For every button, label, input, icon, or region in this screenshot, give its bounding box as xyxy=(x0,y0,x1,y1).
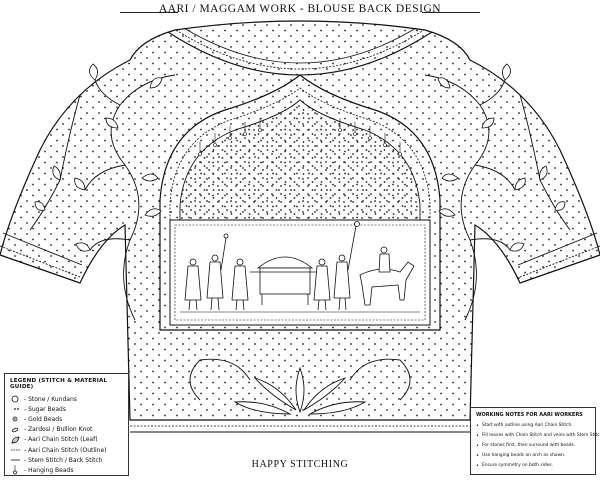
notes-heading: WORKING NOTES FOR AARI WORKERS xyxy=(476,412,583,418)
left-sleeve-band xyxy=(0,232,83,284)
stem-back-stitch-icon xyxy=(10,455,22,465)
note-item: Start with outline using Aari Chain Stit… xyxy=(476,421,590,431)
legend-label-gold-beads: - Gold Beads xyxy=(24,415,63,423)
stone-kundan-icon xyxy=(10,394,22,404)
legend-heading: LEGEND (STITCH & MATERIAL GUIDE) xyxy=(10,378,108,390)
legend-label-aari-leaf: - Aari Chain Stitch (Leaf) xyxy=(24,436,98,444)
aari-chain-leaf-icon xyxy=(10,435,22,445)
notes-list: Start with outline using Aari Chain Stit… xyxy=(476,421,600,471)
figure-1 xyxy=(184,258,202,311)
legend-box: LEGEND (STITCH & MATERIAL GUIDE) - Stone… xyxy=(4,373,129,476)
figure-2 xyxy=(206,233,229,311)
legend-row-aari-leaf: - Aari Chain Stitch (Leaf) xyxy=(10,435,123,445)
note-item: Ensure symmetry on both sides. xyxy=(476,461,590,471)
right-vine-scroll xyxy=(424,74,571,321)
note-item: For stones first, then surround with bea… xyxy=(476,441,590,451)
sugar-bead-icon xyxy=(10,404,22,414)
right-vine-leaves xyxy=(437,63,566,252)
legend-row-gold-beads: - Gold Beads xyxy=(10,414,123,424)
left-vine-leaves xyxy=(34,63,163,252)
legend-label-stem-stitch: - Stem Stitch / Back Stitch xyxy=(24,456,103,464)
title-rule-right xyxy=(422,12,480,13)
legend-row-aari-outline: - Aari Chain Stitch (Outline) xyxy=(10,445,123,455)
note-item: Use hanging beads on arch as shown. xyxy=(476,451,590,461)
hanging-bead-icon xyxy=(10,465,22,475)
legend-row-sugar-beads: - Sugar Beads xyxy=(10,404,123,414)
legend-row-hanging-beads: - Hanging Beads xyxy=(10,465,123,475)
legend-label-zardosi: - Zardosi / Bullion Knot xyxy=(24,426,93,434)
figure-5 xyxy=(333,221,360,311)
gold-bead-icon xyxy=(10,414,22,424)
bottom-border xyxy=(130,419,470,433)
aari-chain-outline-icon xyxy=(10,445,22,455)
palanquin xyxy=(250,256,320,305)
footer-caption: HAPPY STITCHING xyxy=(251,459,349,470)
page-title: AARI / MAGGAM WORK - BLOUSE BACK DESIGN xyxy=(158,3,442,15)
legend-label-aari-outline: - Aari Chain Stitch (Outline) xyxy=(24,446,107,454)
legend-row-zardosi: - Zardosi / Bullion Knot xyxy=(10,425,123,435)
legend-label-hanging-beads: - Hanging Beads xyxy=(24,466,74,474)
legend-label-stone: - Stone / Kundans xyxy=(24,395,77,403)
note-item: Fill leaves with Chain Stitch and veins … xyxy=(476,431,600,441)
procession-figures xyxy=(184,221,415,311)
arch-hanging-beads xyxy=(198,118,402,156)
title-rule-left xyxy=(120,12,178,13)
legend-row-stem-stitch: - Stem Stitch / Back Stitch xyxy=(10,455,123,465)
legend-row-stone: - Stone / Kundans xyxy=(10,394,123,404)
arch-frame xyxy=(159,74,441,331)
bottom-leaf-motif xyxy=(189,358,411,415)
working-notes-box: WORKING NOTES FOR AARI WORKERS Start wit… xyxy=(470,407,600,475)
right-sleeve-band xyxy=(517,232,600,284)
figure-3 xyxy=(231,258,249,311)
figure-4 xyxy=(313,258,331,311)
legend-label-sugar-beads: - Sugar Beads xyxy=(24,405,66,413)
zardosi-bullion-knot-icon xyxy=(10,425,22,435)
horse-rider xyxy=(359,246,415,306)
